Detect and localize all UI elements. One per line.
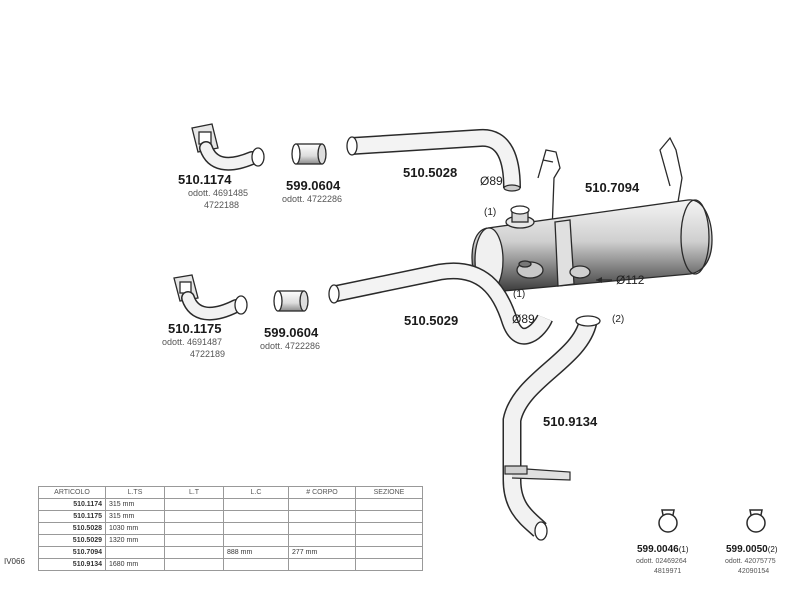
- table-row: 510.1175 315 mm: [38, 510, 423, 523]
- table-cell: [223, 498, 289, 511]
- table-cell: [105, 546, 165, 559]
- diameter-89-bottom: Ø89: [512, 312, 535, 326]
- table-cell: [164, 510, 224, 523]
- table-cell: [355, 558, 423, 571]
- part-number-510-1175: 510.1175: [168, 321, 222, 336]
- table-cell: 315 mm: [105, 510, 165, 523]
- diagram-code: IV066: [4, 557, 25, 566]
- table-cell: [164, 534, 224, 547]
- oe-number: odott. 4722286: [282, 194, 343, 204]
- part-number-510-5028: 510.5028: [403, 165, 458, 180]
- diameter-89-top: Ø89: [480, 174, 503, 188]
- table-cell: [164, 498, 224, 511]
- part-number-510-5029: 510.5029: [404, 313, 459, 328]
- table-row: 510.5028 1030 mm: [38, 522, 423, 535]
- manifold-pipe-510-1175: [173, 274, 248, 321]
- clamp-599-0046: [658, 509, 678, 533]
- table-cell: [288, 558, 356, 571]
- part-number-599-0050: 599.0050(2): [726, 544, 778, 555]
- clamp-number: 599.0046: [637, 544, 679, 555]
- table-cell: 888 mm: [223, 546, 289, 559]
- table-cell: 510.7094: [38, 546, 106, 559]
- ref-1-top: (1): [484, 207, 497, 218]
- table-cell: 510.9134: [38, 558, 106, 571]
- table-cell: [223, 558, 289, 571]
- oe-number: odott. 4691487: [162, 337, 223, 347]
- clamp-599-0050: [746, 509, 766, 533]
- table-cell: 1030 mm: [105, 522, 165, 535]
- table-row: 510.1174 315 mm: [38, 498, 423, 511]
- part-number-599-0604-top: 599.0604: [286, 178, 341, 193]
- part-number-599-0046: 599.0046(1): [637, 544, 689, 555]
- table-cell: [164, 522, 224, 535]
- table-header: ARTICOLO: [38, 486, 106, 499]
- diameter-112: Ø112: [616, 273, 645, 287]
- clamp-ref: (2): [767, 545, 778, 554]
- table-header: SEZIONE: [355, 486, 423, 499]
- table-cell: 510.5028: [38, 522, 106, 535]
- clamp-ref: (1): [678, 545, 689, 554]
- part-number-510-7094: 510.7094: [585, 180, 640, 195]
- oe-number: 4722189: [190, 349, 226, 359]
- table-header: # CORPO: [288, 486, 356, 499]
- d112-arrowhead: [596, 277, 602, 283]
- oe-number: 4722188: [204, 200, 240, 210]
- table-cell: [355, 522, 423, 535]
- clamp-number: 599.0050: [726, 544, 768, 555]
- table-row: 510.9134 1680 mm: [38, 558, 423, 571]
- table-cell: 510.1174: [38, 498, 106, 511]
- long-pipe-510-5029: [328, 262, 553, 345]
- table-row: 510.7094 888 mm 277 mm: [38, 546, 423, 559]
- table-cell: [288, 534, 356, 547]
- part-number-510-1174: 510.1174: [178, 172, 232, 187]
- table-cell: 277 mm: [288, 546, 356, 559]
- sleeve-599-0604-top: [291, 143, 327, 165]
- oe-number: odott. 42075775: [725, 558, 776, 565]
- oe-number: odott. 4722286: [260, 341, 321, 351]
- table-cell: [164, 558, 224, 571]
- oe-number: odott. 4691485: [188, 188, 249, 198]
- table-header: L.T: [164, 486, 224, 499]
- table-cell: [355, 498, 423, 511]
- table-cell: 1680 mm: [105, 558, 165, 571]
- oe-number: 4819971: [654, 568, 682, 575]
- bent-pipe-510-5028: [346, 128, 521, 192]
- table-cell: 510.5029: [38, 534, 106, 547]
- table-cell: [164, 546, 224, 559]
- table-cell: 510.1175: [38, 510, 106, 523]
- oe-number: 42090154: [738, 568, 770, 575]
- table-cell: [288, 498, 356, 511]
- table-cell: [288, 522, 356, 535]
- table-cell: 1320 mm: [105, 534, 165, 547]
- manifold-pipe-510-1174: [191, 123, 265, 171]
- muffler-510-7094: [471, 136, 713, 293]
- oe-number: odott. 02469264: [636, 558, 687, 565]
- part-number-599-0604-bottom: 599.0604: [264, 325, 319, 340]
- table-cell: 315 mm: [105, 498, 165, 511]
- part-number-510-9134: 510.9134: [543, 414, 598, 429]
- table-cell: [223, 534, 289, 547]
- table-header-row: ARTICOLO L.TS L.T L.C # CORPO SEZIONE: [38, 486, 423, 499]
- sleeve-599-0604-bottom: [273, 290, 309, 312]
- ref-2: (2): [612, 314, 625, 325]
- tailpipe-510-9134: [502, 315, 601, 541]
- table-cell: [355, 510, 423, 523]
- table-header: L.TS: [105, 486, 165, 499]
- table-row: 510.5029 1320 mm: [38, 534, 423, 547]
- spec-table: ARTICOLO L.TS L.T L.C # CORPO SEZIONE 51…: [38, 486, 423, 571]
- table-cell: [355, 546, 423, 559]
- table-header: L.C: [223, 486, 289, 499]
- table-cell: [223, 522, 289, 535]
- table-cell: [355, 534, 423, 547]
- ref-1-bottom: (1): [513, 289, 526, 300]
- table-cell: [288, 510, 356, 523]
- table-cell: [223, 510, 289, 523]
